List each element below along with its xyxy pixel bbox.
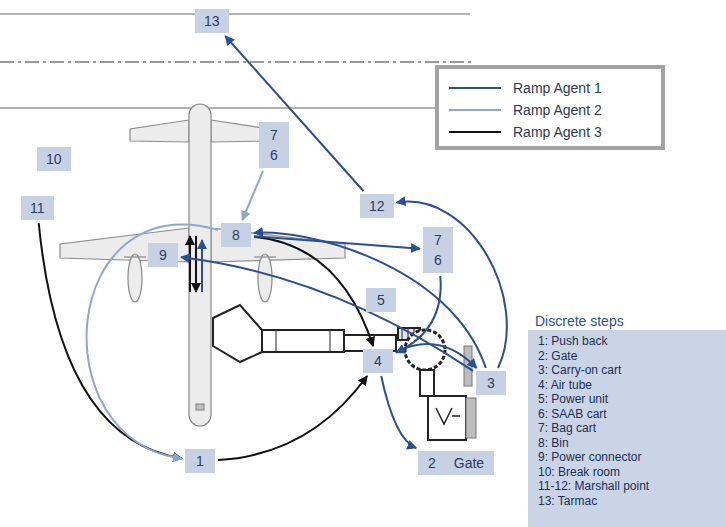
marshall-tag: 12 xyxy=(360,194,394,218)
route-arrow xyxy=(181,257,473,371)
callout-number: 9 xyxy=(157,246,169,264)
callout-number: 12 xyxy=(369,197,385,215)
callout-number: 2 xyxy=(428,454,436,472)
callout-number: 13 xyxy=(204,12,220,30)
taxiway-edge xyxy=(0,108,470,109)
step-item: 6: SAAB cart xyxy=(538,407,720,422)
route-arrow xyxy=(381,376,416,448)
route-arrow xyxy=(254,237,373,346)
callout-label: 6 xyxy=(268,145,280,165)
break-room-tag: 10 xyxy=(37,147,71,171)
callout-label: Gate xyxy=(454,454,484,472)
callout-number: 8 xyxy=(230,226,242,244)
power-unit-tag: 5 xyxy=(366,288,396,312)
marshall-tag: 11 xyxy=(21,196,54,220)
callout-number: 7 xyxy=(432,230,444,250)
legend-text: Ramp Agent 2 xyxy=(513,102,602,118)
step-item: 5: Power unit xyxy=(538,392,720,407)
step-item: 8: Bin xyxy=(538,436,720,451)
shuttle-arrow xyxy=(195,236,197,292)
jet-bridge xyxy=(213,305,476,440)
step-item: 3: Carry-on cart xyxy=(538,363,720,378)
legend-line xyxy=(449,107,501,113)
step-item: 13: Tarmac xyxy=(538,494,720,509)
panel-heading: Discrete steps xyxy=(528,312,726,330)
power-connector-tag: 9 xyxy=(148,243,178,267)
legend-line xyxy=(449,129,501,135)
callout-number: 1 xyxy=(194,452,206,470)
steps-panel: Discrete steps1: Push back2: Gate3: Carr… xyxy=(528,312,726,527)
cart-tag: 76 xyxy=(259,122,289,168)
route-arrow xyxy=(39,223,182,458)
legend-text: Ramp Agent 1 xyxy=(513,80,602,96)
legend-entry: Ramp Agent 1 xyxy=(449,77,651,99)
air-tube-tag: 4 xyxy=(363,349,393,373)
step-item: 1: Push back xyxy=(538,334,720,349)
legend-text: Ramp Agent 3 xyxy=(513,124,602,140)
callout-number: 10 xyxy=(46,150,62,168)
tarmac-tag: 13 xyxy=(195,9,229,33)
taxiway-centerline xyxy=(0,61,475,62)
gate-tag: 2 Gate xyxy=(418,451,494,475)
route-arrow xyxy=(396,344,477,368)
shuttle-arrow xyxy=(189,236,191,292)
callout-number: 3 xyxy=(485,374,497,392)
push-back-tag: 1 xyxy=(185,449,215,473)
step-item: 9: Power connector xyxy=(538,450,720,465)
legend-line xyxy=(449,85,501,91)
route-arrow xyxy=(225,36,363,191)
taxiway-edge xyxy=(0,14,470,15)
cart-tag: 76 xyxy=(423,227,453,273)
legend-box: Ramp Agent 1 Ramp Agent 2 Ramp Agent 3 xyxy=(435,65,665,150)
route-arrow xyxy=(254,236,420,248)
step-item: 11-12: Marshall point xyxy=(538,479,720,494)
route-arrow xyxy=(242,171,263,220)
steps-list: 1: Push back2: Gate3: Carry-on cart4: Ai… xyxy=(528,330,726,527)
callout-number: 5 xyxy=(375,291,387,309)
step-item: 7: Bag cart xyxy=(538,421,720,436)
step-item: 4: Air tube xyxy=(538,378,720,393)
carry-on-tag: 3 xyxy=(476,371,506,395)
legend-entry: Ramp Agent 2 xyxy=(449,99,651,121)
route-arrow xyxy=(218,376,367,460)
aircraft xyxy=(60,104,345,426)
callout-label: 6 xyxy=(432,250,444,270)
step-item: 2: Gate xyxy=(538,349,720,364)
step-item: 10: Break room xyxy=(538,465,720,480)
callout-number: 11 xyxy=(30,199,45,217)
route-arrow xyxy=(397,202,507,368)
legend-entry: Ramp Agent 3 xyxy=(449,121,651,143)
callout-number: 4 xyxy=(372,352,384,370)
bin-tag: 8 xyxy=(221,223,251,247)
shuttle-arrow xyxy=(201,240,203,292)
callout-number: 7 xyxy=(268,125,280,145)
route-arrow xyxy=(396,276,441,353)
